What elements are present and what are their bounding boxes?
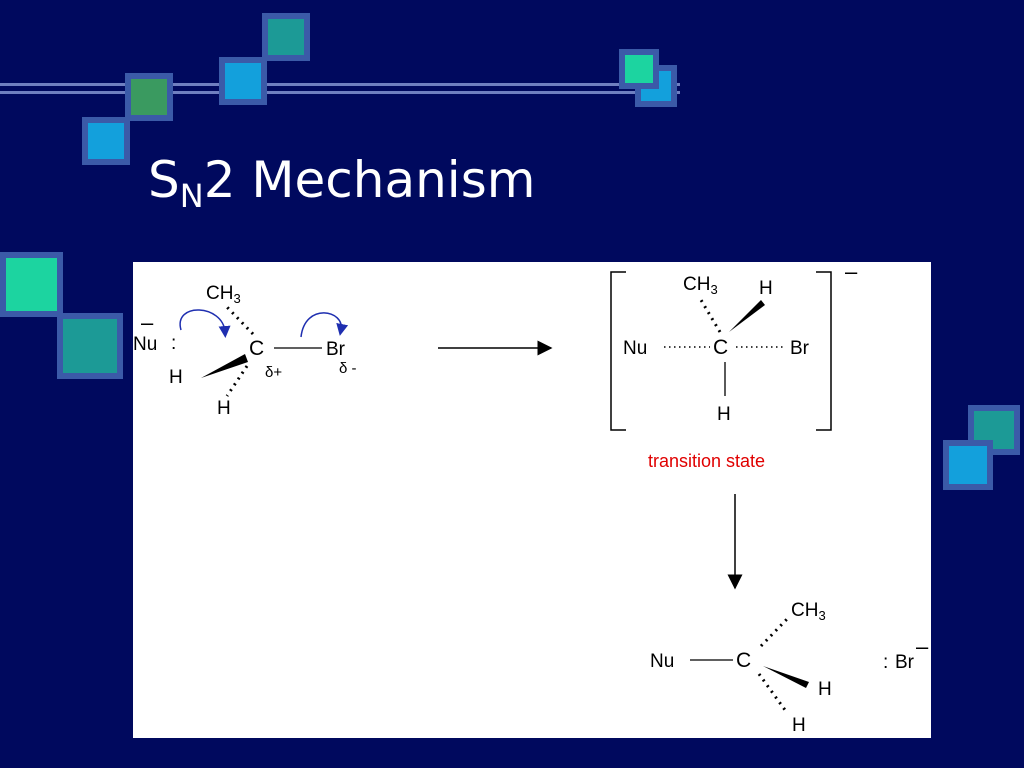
wedge-bond bbox=[763, 666, 809, 688]
product-carbon: C bbox=[736, 649, 751, 672]
decor-line bbox=[0, 91, 680, 94]
decor-square bbox=[262, 13, 310, 61]
reactant-bromine: Br bbox=[326, 339, 346, 360]
reactant-delta-plus: δ+ bbox=[265, 364, 282, 381]
reactant-group: Nu : – CH3 C H H δ+ Br δ - bbox=[133, 283, 357, 419]
ts-h-bottom: H bbox=[717, 404, 731, 425]
reactant-delta-minus: δ - bbox=[339, 360, 357, 377]
dashed-bond bbox=[699, 299, 722, 333]
decor-line bbox=[0, 83, 680, 86]
dashed-bond bbox=[759, 616, 790, 648]
mechanism-diagram: Nu : – CH3 C H H δ+ Br δ - – bbox=[133, 262, 931, 738]
decor-square bbox=[219, 57, 267, 105]
ts-charge: – bbox=[845, 262, 858, 284]
ts-nucleophile: Nu bbox=[623, 338, 647, 359]
ts-label: transition state bbox=[648, 451, 765, 471]
ts-bromine: Br bbox=[790, 338, 810, 359]
ts-h-top: H bbox=[759, 278, 773, 299]
product-leaving-group: Br bbox=[895, 652, 915, 673]
mechanism-svg: Nu : – CH3 C H H δ+ Br δ - – bbox=[133, 262, 929, 736]
product-leaving-charge: – bbox=[916, 634, 929, 659]
product-leaving-lone-pair: : bbox=[883, 652, 888, 673]
bracket-left bbox=[610, 271, 626, 431]
product-group: CH3 Nu C H H : Br – bbox=[650, 600, 929, 736]
reactant-h-bottom: H bbox=[217, 398, 231, 419]
product-ch3: CH3 bbox=[791, 600, 826, 623]
decor-square bbox=[943, 440, 993, 490]
reactant-nucleophile: Nu bbox=[133, 334, 157, 355]
slide-title: SN2 Mechanism bbox=[148, 151, 536, 215]
curved-arrow-icon bbox=[300, 312, 349, 338]
reactant-ch3: CH3 bbox=[206, 283, 241, 306]
ts-carbon: C bbox=[713, 336, 728, 359]
reactant-carbon: C bbox=[249, 337, 264, 360]
dashed-bond bbox=[757, 673, 787, 711]
decor-square bbox=[619, 49, 659, 89]
decor-square bbox=[82, 117, 130, 165]
wedge-bond bbox=[729, 300, 765, 332]
transition-state-group: – CH3 H Nu C Br H transition state bbox=[610, 262, 858, 471]
decor-square bbox=[0, 252, 63, 317]
decor-square bbox=[125, 73, 173, 121]
reactant-charge: – bbox=[141, 310, 154, 335]
product-h-right: H bbox=[818, 679, 832, 700]
wedge-bond bbox=[201, 354, 248, 378]
dashed-bond bbox=[225, 365, 249, 397]
product-h-bottom: H bbox=[792, 715, 806, 736]
ts-ch3: CH3 bbox=[683, 274, 718, 297]
reactant-h-left: H bbox=[169, 367, 183, 388]
dashed-bond bbox=[223, 303, 255, 336]
decor-square bbox=[57, 313, 123, 379]
product-nucleophile: Nu bbox=[650, 651, 674, 672]
curved-arrow-icon bbox=[179, 309, 231, 338]
reactant-lone-pair: : bbox=[171, 333, 176, 354]
bracket-right bbox=[816, 271, 832, 431]
